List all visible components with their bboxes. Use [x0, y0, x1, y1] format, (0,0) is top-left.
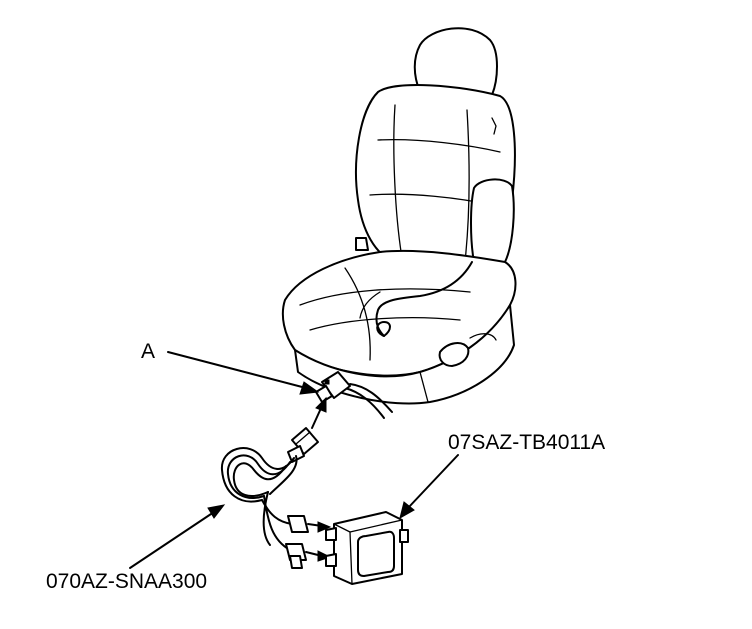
label-tool-box: 07SAZ-TB4011A [448, 431, 606, 454]
leader-arrow-a [167, 351, 320, 395]
label-harness: 070AZ-SNAA300 [46, 570, 208, 593]
connector-a [315, 371, 351, 403]
test-box [325, 511, 409, 585]
leader-arrow-harness [129, 504, 226, 569]
seat-base [294, 304, 515, 405]
harness-plug [287, 427, 319, 463]
box-connectors [285, 515, 332, 569]
leader-arrow-test-box [399, 454, 459, 520]
coiled-harness [220, 447, 298, 551]
connection-arrow [311, 396, 327, 429]
seat [281, 27, 517, 419]
seat-harness-pigtail [344, 387, 385, 419]
side-airbag-module [470, 178, 515, 270]
seat-adjust-switch [438, 342, 470, 367]
label-connector-a: A [141, 340, 156, 363]
